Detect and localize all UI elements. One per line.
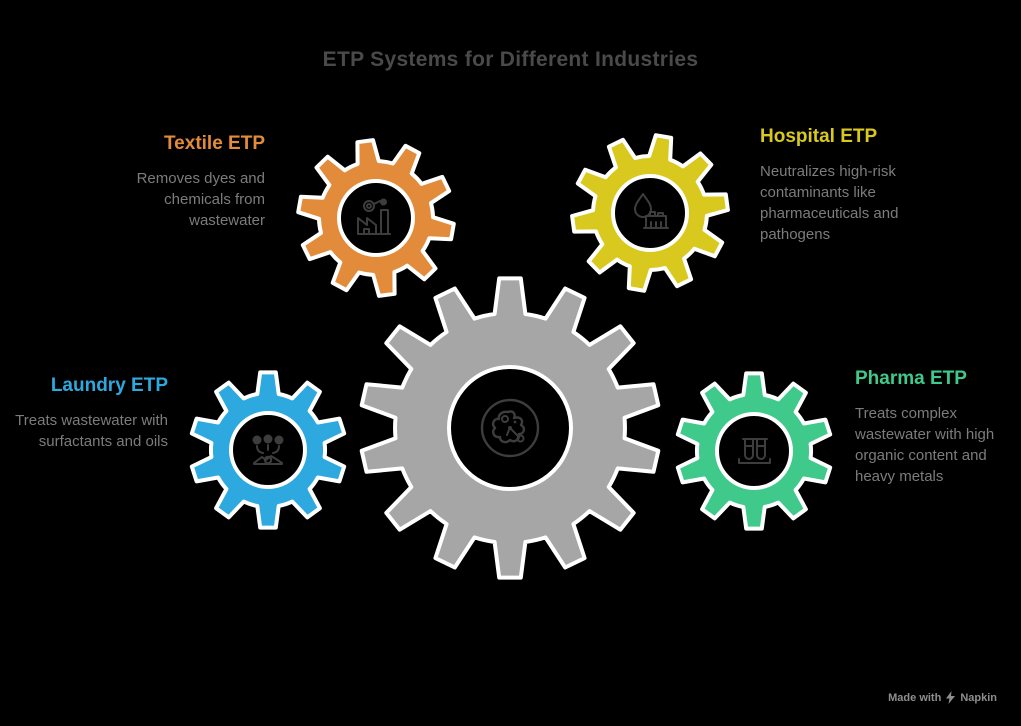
test-tubes-icon (738, 438, 771, 464)
pharma-label-block: Pharma ETP Treats complex wastewater wit… (855, 369, 1015, 487)
textile-gear-body (296, 138, 456, 298)
pharma-gear (675, 371, 833, 531)
watermark-prefix: Made with (888, 691, 942, 704)
lightning-bolt-icon (946, 691, 956, 704)
textile-gear (296, 138, 456, 298)
pharma-gear-body (675, 371, 833, 531)
laundry-label-block: Laundry ETP Treats wastewater with surfa… (0, 376, 168, 452)
laundry-gear (189, 370, 347, 530)
microbe-icon (480, 398, 540, 458)
hospital-gear-body (570, 133, 730, 293)
laundry-heading: Laundry ETP (50, 375, 168, 396)
watermark-brand: Napkin (960, 691, 997, 704)
page-title: ETP Systems for Different Industries (322, 48, 699, 71)
droplet-building-icon (634, 193, 669, 229)
center-gear (359, 276, 661, 580)
pharma-heading: Pharma ETP (855, 368, 967, 389)
hospital-heading: Hospital ETP (760, 126, 878, 147)
hospital-gear (570, 133, 730, 293)
textile-heading: Textile ETP (163, 133, 265, 154)
textile-label-block: Textile ETP Removes dyes and chemicals f… (115, 134, 265, 231)
center-gear-body (359, 276, 661, 580)
laundry-gear-body (189, 370, 347, 530)
hospital-label-block: Hospital ETP Neutralizes high-risk conta… (760, 127, 935, 245)
soap-suds-icon (252, 434, 284, 465)
watermark: Made with Napkin (888, 691, 997, 704)
laundry-description: Treats wastewater with surfactants and o… (15, 412, 168, 450)
textile-description: Removes dyes and chemicals from wastewat… (136, 170, 265, 229)
factory-icon (357, 198, 391, 235)
pharma-description: Treats complex wastewater with high orga… (855, 405, 995, 485)
hospital-description: Neutralizes high-risk contaminants like … (760, 163, 899, 243)
